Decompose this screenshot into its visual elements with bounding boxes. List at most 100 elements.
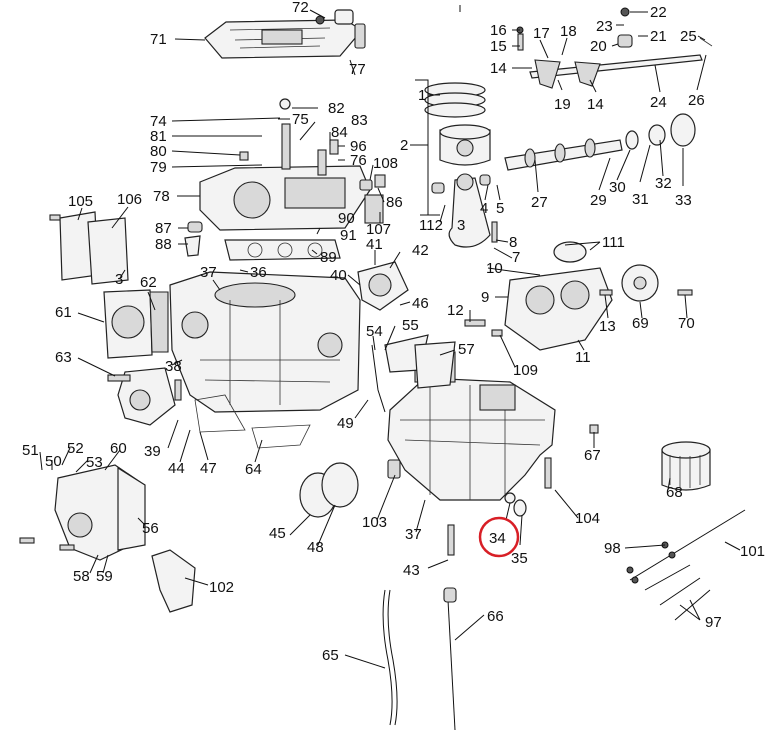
callout-97: 97: [705, 614, 722, 631]
callout-26: 26: [688, 92, 705, 109]
callout-1: 1: [418, 87, 426, 104]
callout-98: 98: [604, 540, 621, 557]
glow-plug-wiring-part: [626, 509, 746, 621]
callout-108: 108: [373, 155, 398, 172]
callout-68: 68: [666, 484, 683, 501]
callout-84: 84: [331, 124, 348, 141]
callout-62: 62: [140, 274, 157, 291]
callout-81: 81: [150, 128, 167, 145]
callout-34-highlighted: 34: [489, 530, 506, 547]
callout-labels: 71 77 72 22 16 15 17 18 23 21 20 25 14 1…: [22, 0, 765, 664]
callout-52: 52: [67, 440, 84, 457]
bracket-part: [151, 549, 196, 613]
small-bolts-part: [19, 139, 693, 556]
callout-14-right: 14: [587, 96, 604, 113]
rocker-shaft-part: [516, 7, 713, 89]
callout-14-left: 14: [490, 60, 507, 77]
callout-18: 18: [560, 23, 577, 40]
callout-96: 96: [350, 138, 367, 155]
callout-105: 105: [68, 193, 93, 210]
callout-75: 75: [292, 111, 309, 128]
callout-70: 70: [678, 315, 695, 332]
callout-5: 5: [496, 200, 504, 217]
callout-17: 17: [533, 25, 550, 42]
callout-66: 66: [487, 608, 504, 625]
callout-3-upper: 3: [457, 217, 465, 234]
callout-33: 33: [675, 192, 692, 209]
callout-48: 48: [307, 539, 324, 556]
callout-20: 20: [590, 38, 607, 55]
oil-pump-part: [117, 367, 176, 426]
callout-101: 101: [740, 543, 765, 560]
callout-83: 83: [351, 112, 368, 129]
callout-57: 57: [458, 341, 475, 358]
callout-21: 21: [650, 28, 667, 45]
piston-part: [439, 124, 491, 166]
leader-lines: [39, 5, 741, 669]
callout-22: 22: [650, 4, 667, 21]
callout-10: 10: [486, 260, 503, 277]
callout-63: 63: [55, 349, 72, 366]
callout-88: 88: [155, 236, 172, 253]
callout-71: 71: [150, 31, 167, 48]
callout-24: 24: [650, 94, 667, 111]
callout-13: 13: [599, 318, 616, 335]
timing-cover-part: [59, 211, 169, 359]
crankshaft-part: [504, 241, 613, 351]
callout-82: 82: [328, 100, 345, 117]
highlight-circle: [478, 516, 520, 558]
callout-7: 7: [512, 249, 520, 266]
callout-67: 67: [584, 447, 601, 464]
callout-32: 32: [655, 175, 672, 192]
piston-rings-part: [424, 82, 486, 118]
callout-44: 44: [168, 460, 185, 477]
valve-cover-part: [204, 19, 363, 59]
callout-3-lower: 3: [115, 271, 123, 288]
cylinder-head-part: [199, 98, 371, 231]
callout-74: 74: [150, 113, 167, 130]
callout-42: 42: [412, 242, 429, 259]
callout-111: 111: [602, 234, 625, 251]
callout-64: 64: [245, 461, 262, 478]
callout-55: 55: [402, 317, 419, 334]
crankcase-part: [169, 271, 361, 413]
dipstick-part: [443, 587, 457, 731]
camshaft-part: [504, 113, 696, 171]
callout-12: 12: [447, 302, 464, 319]
callout-56: 56: [142, 520, 159, 537]
callout-36: 36: [250, 264, 267, 281]
callout-60: 60: [110, 440, 127, 457]
callout-27: 27: [531, 194, 548, 211]
callout-30: 30: [609, 179, 626, 196]
callout-103: 103: [362, 514, 387, 531]
callout-2: 2: [400, 137, 408, 154]
callout-89: 89: [320, 249, 337, 266]
callout-87: 87: [155, 220, 172, 237]
callout-51: 51: [22, 442, 39, 459]
callout-19: 19: [554, 96, 571, 113]
callout-9: 9: [481, 289, 489, 306]
callout-15: 15: [490, 38, 507, 55]
callout-69: 69: [632, 315, 649, 332]
callout-61: 61: [55, 304, 72, 321]
flywheel-part: [621, 264, 659, 302]
callout-38: 38: [165, 358, 182, 375]
callout-4: 4: [480, 200, 488, 217]
callout-65: 65: [322, 647, 339, 664]
callout-109: 109: [513, 362, 538, 379]
head-gasket-part: [224, 239, 341, 261]
callout-37-lower: 37: [405, 526, 422, 543]
callout-39: 39: [144, 443, 161, 460]
callout-35: 35: [511, 550, 528, 567]
callout-16: 16: [490, 22, 507, 39]
callout-40: 40: [330, 267, 347, 284]
callout-53: 53: [86, 454, 103, 471]
oil-cap-part: [315, 9, 366, 49]
callout-77: 77: [349, 61, 366, 78]
callout-72: 72: [292, 0, 309, 16]
callout-41: 41: [366, 236, 383, 253]
callout-29: 29: [590, 192, 607, 209]
dipstick-tube-part: [382, 589, 398, 726]
